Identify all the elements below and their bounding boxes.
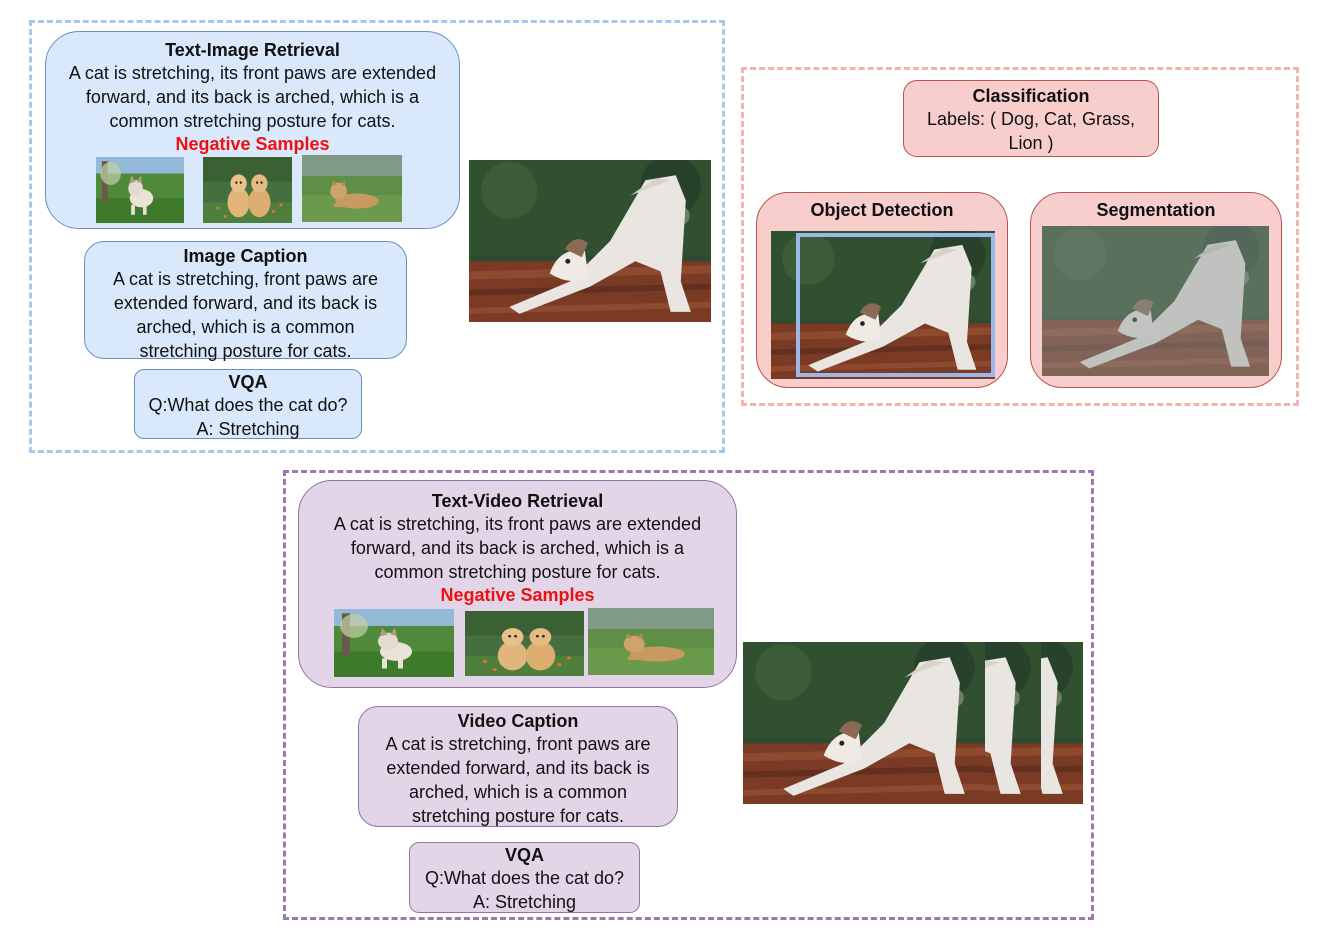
- text-image-retrieval-title: Text-Image Retrieval: [165, 40, 340, 60]
- text-video-retrieval-title: Text-Video Retrieval: [431, 491, 604, 511]
- text-image-retrieval-line-2: forward, and its back is arched, which i…: [85, 87, 420, 107]
- image-vqa-answer: A: Stretching: [196, 419, 300, 439]
- object-detection-title: Object Detection: [810, 200, 954, 220]
- segmentation-title: Segmentation: [1096, 200, 1216, 220]
- video-caption-line-4: stretching posture for cats.: [411, 806, 625, 826]
- video-vqa-question: Q:What does the cat do?: [424, 868, 625, 888]
- image-tasks-group: [29, 20, 725, 453]
- video-frame-1: [743, 642, 985, 804]
- video-caption-title: Video Caption: [457, 711, 579, 731]
- text-video-retrieval-line-2: forward, and its back is arched, which i…: [350, 538, 685, 558]
- classification-title: Classification: [972, 86, 1090, 106]
- negative-sample-puppies-image: [203, 157, 292, 223]
- text-video-retrieval-line-1: A cat is stretching, its front paws are …: [333, 514, 702, 534]
- video-caption-line-1: A cat is stretching, front paws are: [385, 734, 651, 754]
- video-vqa-title: VQA: [504, 845, 544, 865]
- image-vqa-title: VQA: [228, 372, 268, 392]
- bounding-box: [796, 233, 995, 377]
- detection-cat-image: [771, 231, 995, 379]
- image-vqa-question: Q:What does the cat do?: [148, 395, 348, 415]
- image-caption-line-4: stretching posture for cats.: [139, 341, 352, 361]
- classification-labels-line-2: Lion ): [1008, 133, 1054, 153]
- image-caption-line-2: extended forward, and its back is: [113, 293, 378, 313]
- image-caption-line-1: A cat is stretching, front paws are: [112, 269, 379, 289]
- video-caption-line-2: extended forward, and its back is: [386, 758, 650, 778]
- negative-sample-kitten-image: [96, 157, 184, 223]
- image-negative-samples-label: Negative Samples: [175, 134, 330, 154]
- video-caption-line-3: arched, which is a common: [408, 782, 628, 802]
- video-tasks-group: [283, 470, 1094, 920]
- segmentation-mask-overlay: [1042, 226, 1269, 376]
- text-image-retrieval-line-3: common stretching posture for cats.: [109, 111, 396, 131]
- negative-sample-puppies-video: [465, 611, 584, 676]
- video-caption-box: Video Caption A cat is stretching, front…: [358, 706, 678, 827]
- video-frame-3: [1040, 642, 1083, 804]
- video-frame-2: [985, 642, 1041, 804]
- vision-tasks-group: [741, 67, 1299, 406]
- negative-sample-lion-video: [588, 608, 714, 675]
- text-image-retrieval-line-1: A cat is stretching, its front paws are …: [68, 63, 437, 83]
- negative-sample-kitten-video: [334, 609, 454, 677]
- segmentation-cat-image: [1042, 226, 1269, 376]
- video-vqa-answer: A: Stretching: [472, 892, 577, 912]
- negative-sample-lion-image: [302, 155, 402, 222]
- video-vqa-box: VQA Q:What does the cat do? A: Stretchin…: [409, 842, 640, 913]
- image-caption-line-3: arched, which is a common: [136, 317, 355, 337]
- stretching-cat-image: [469, 160, 711, 322]
- image-caption-box: Image Caption A cat is stretching, front…: [84, 241, 407, 361]
- classification-box: Classification Labels: ( Dog, Cat, Grass…: [903, 80, 1159, 157]
- text-video-retrieval-line-3: common stretching posture for cats.: [374, 562, 661, 582]
- classification-labels-line-1: Labels: ( Dog, Cat, Grass,: [926, 109, 1136, 129]
- video-negative-samples-label: Negative Samples: [440, 585, 595, 605]
- image-caption-title: Image Caption: [183, 246, 308, 266]
- image-vqa-box: VQA Q:What does the cat do? A: Stretchin…: [134, 369, 362, 439]
